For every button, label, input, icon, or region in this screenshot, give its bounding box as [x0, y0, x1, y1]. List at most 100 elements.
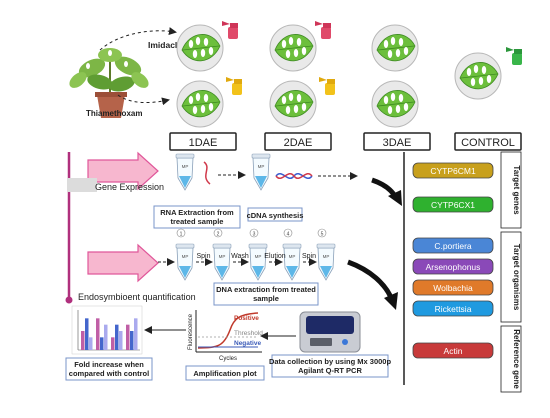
dna-extraction-line2: sample	[253, 294, 279, 303]
dna-step-tube-icon: 4	[282, 228, 302, 281]
timepoint-label: 1DAE	[189, 137, 218, 149]
step-number: 1	[180, 232, 183, 238]
pill-label: CYTP6CX1	[431, 200, 475, 210]
pill-label: Actin	[444, 346, 463, 356]
reference-gene-frame	[500, 325, 522, 393]
timepoint-label: 3DAE	[383, 137, 412, 149]
amplification-plot-box	[185, 365, 265, 381]
fold-increase-box	[65, 357, 153, 381]
pill-c-portiera: C.portiera	[412, 237, 494, 254]
dna-step-tube-icon: 3	[248, 228, 268, 281]
amplification-plot-label: Amplification plot	[193, 369, 257, 378]
mini-bar	[111, 337, 115, 350]
target-organisms-frame	[500, 231, 522, 323]
pill-label: Wolbachia	[433, 283, 473, 293]
timeline-end-dot	[65, 296, 73, 304]
spray-bottle-red-icon	[222, 21, 238, 39]
target-organisms-label: Target organisms	[512, 244, 521, 311]
step-number: 4	[287, 232, 290, 238]
data-collection-line1: Data collection by using Mx 3000p	[269, 357, 392, 366]
step-number: 2	[217, 232, 220, 238]
positive-label: Positive	[234, 315, 259, 322]
timepoint-box-3dae: 3DAE	[363, 132, 431, 151]
gene-expression-tag	[67, 178, 97, 192]
timepoint-row: 1DAE 2DAE 3DAE CONTROL	[169, 132, 522, 151]
cdna-synthesis-box	[247, 207, 303, 222]
dna-extraction-line1: DNA extraction from treated	[216, 285, 316, 294]
pill-actin: Actin	[412, 342, 494, 359]
cdna-synthesis-label: cDNA synthesis	[247, 211, 304, 220]
step-label: Wash	[231, 253, 249, 260]
reference-gene-list: Actin	[412, 342, 494, 359]
step-number: 3	[253, 232, 256, 238]
qpcr-machine-icon	[299, 311, 361, 353]
leaf-plate-3dae-imi	[371, 24, 419, 72]
timepoint-label: 2DAE	[284, 137, 313, 149]
step-label: Spin	[302, 253, 316, 260]
mini-bar	[134, 318, 138, 350]
mini-bar	[126, 324, 130, 350]
arrow-to-imidacloprid	[99, 27, 177, 51]
rna-extraction-line1: RNA Extraction from	[160, 208, 234, 217]
timepoint-box-1dae: 1DAE	[169, 132, 237, 151]
dna-step-tube-icon: 1	[175, 228, 195, 281]
mini-bar	[96, 318, 100, 350]
amplification-x-label: Cycles	[219, 356, 237, 362]
target-genes-label: Target genes	[512, 165, 521, 215]
step-label: Spin	[196, 253, 210, 260]
step-label: Elution	[264, 253, 286, 260]
arrow-to-thiamethoxam	[117, 94, 170, 106]
pill-label: Rickettsia	[435, 304, 472, 314]
amplification-y-label: Fluorescence	[188, 313, 194, 350]
mini-bar	[130, 331, 134, 350]
pill-label: Arsenophonus	[426, 262, 481, 272]
spray-bottle-green-icon	[506, 47, 522, 65]
data-collection-box	[271, 354, 389, 378]
timepoint-box-control: CONTROL	[454, 132, 522, 151]
dna-helix-icon	[275, 173, 313, 179]
leaf-plate-2dae-thi	[269, 80, 317, 128]
cdna-tube-icon	[251, 153, 271, 191]
mini-bar	[104, 324, 108, 350]
spray-bottle-yellow-icon	[319, 77, 335, 95]
data-collection-line2: Agilant Q-RT PCR	[298, 366, 362, 375]
endosymbiont-label: Endosymbioent quantification	[78, 292, 196, 302]
target-genes-frame	[500, 151, 522, 229]
fold-increase-line1: Fold increase when	[74, 360, 144, 369]
pill-arsenophonus: Arsenophonus	[412, 258, 494, 275]
threshold-label: Threshold	[234, 330, 263, 337]
leaf-plate-2dae-imi	[269, 24, 317, 72]
dna-step-tube-icon: 5	[316, 228, 336, 281]
mini-bar	[81, 331, 85, 350]
pill-cytp6cx1: CYTP6CX1	[412, 196, 494, 213]
rna-extraction-line2: treated sample	[171, 217, 224, 226]
timepoint-box-2dae: 2DAE	[264, 132, 332, 151]
mini-bar	[85, 318, 89, 350]
amplification-plot: Positive Threshold Negative Fluorescence…	[188, 310, 263, 362]
spray-bottle-yellow-icon	[226, 77, 242, 95]
negative-label: Negative	[234, 340, 261, 347]
imidacloprid-label: Imidacloprid	[148, 40, 199, 50]
leaf-plate-control	[454, 52, 502, 100]
mini-bar	[89, 337, 93, 350]
mini-bar	[100, 337, 104, 350]
pill-label: CYTP6CM1	[430, 166, 476, 176]
spray-bottle-red-icon	[315, 21, 331, 39]
rna-tube-icon	[175, 153, 195, 191]
endosymbiont-arrow	[87, 243, 159, 283]
step-number: 5	[321, 232, 324, 238]
pill-cytp6cm1: CYTP6CM1	[412, 162, 494, 179]
leaf-plate-1dae-imi	[176, 24, 224, 72]
timepoint-label: CONTROL	[461, 137, 515, 149]
dna-step-tube-icon: 2	[212, 228, 232, 281]
fold-change-bar-chart	[71, 305, 143, 355]
target-organisms-list: C.portieraArsenophonusWolbachiaRickettsi…	[412, 237, 494, 317]
mini-bar	[119, 331, 123, 350]
leaf-plate-3dae-thi	[371, 80, 419, 128]
pill-rickettsia: Rickettsia	[412, 300, 494, 317]
thiamethoxam-label: Thiamethoxam	[86, 109, 142, 118]
